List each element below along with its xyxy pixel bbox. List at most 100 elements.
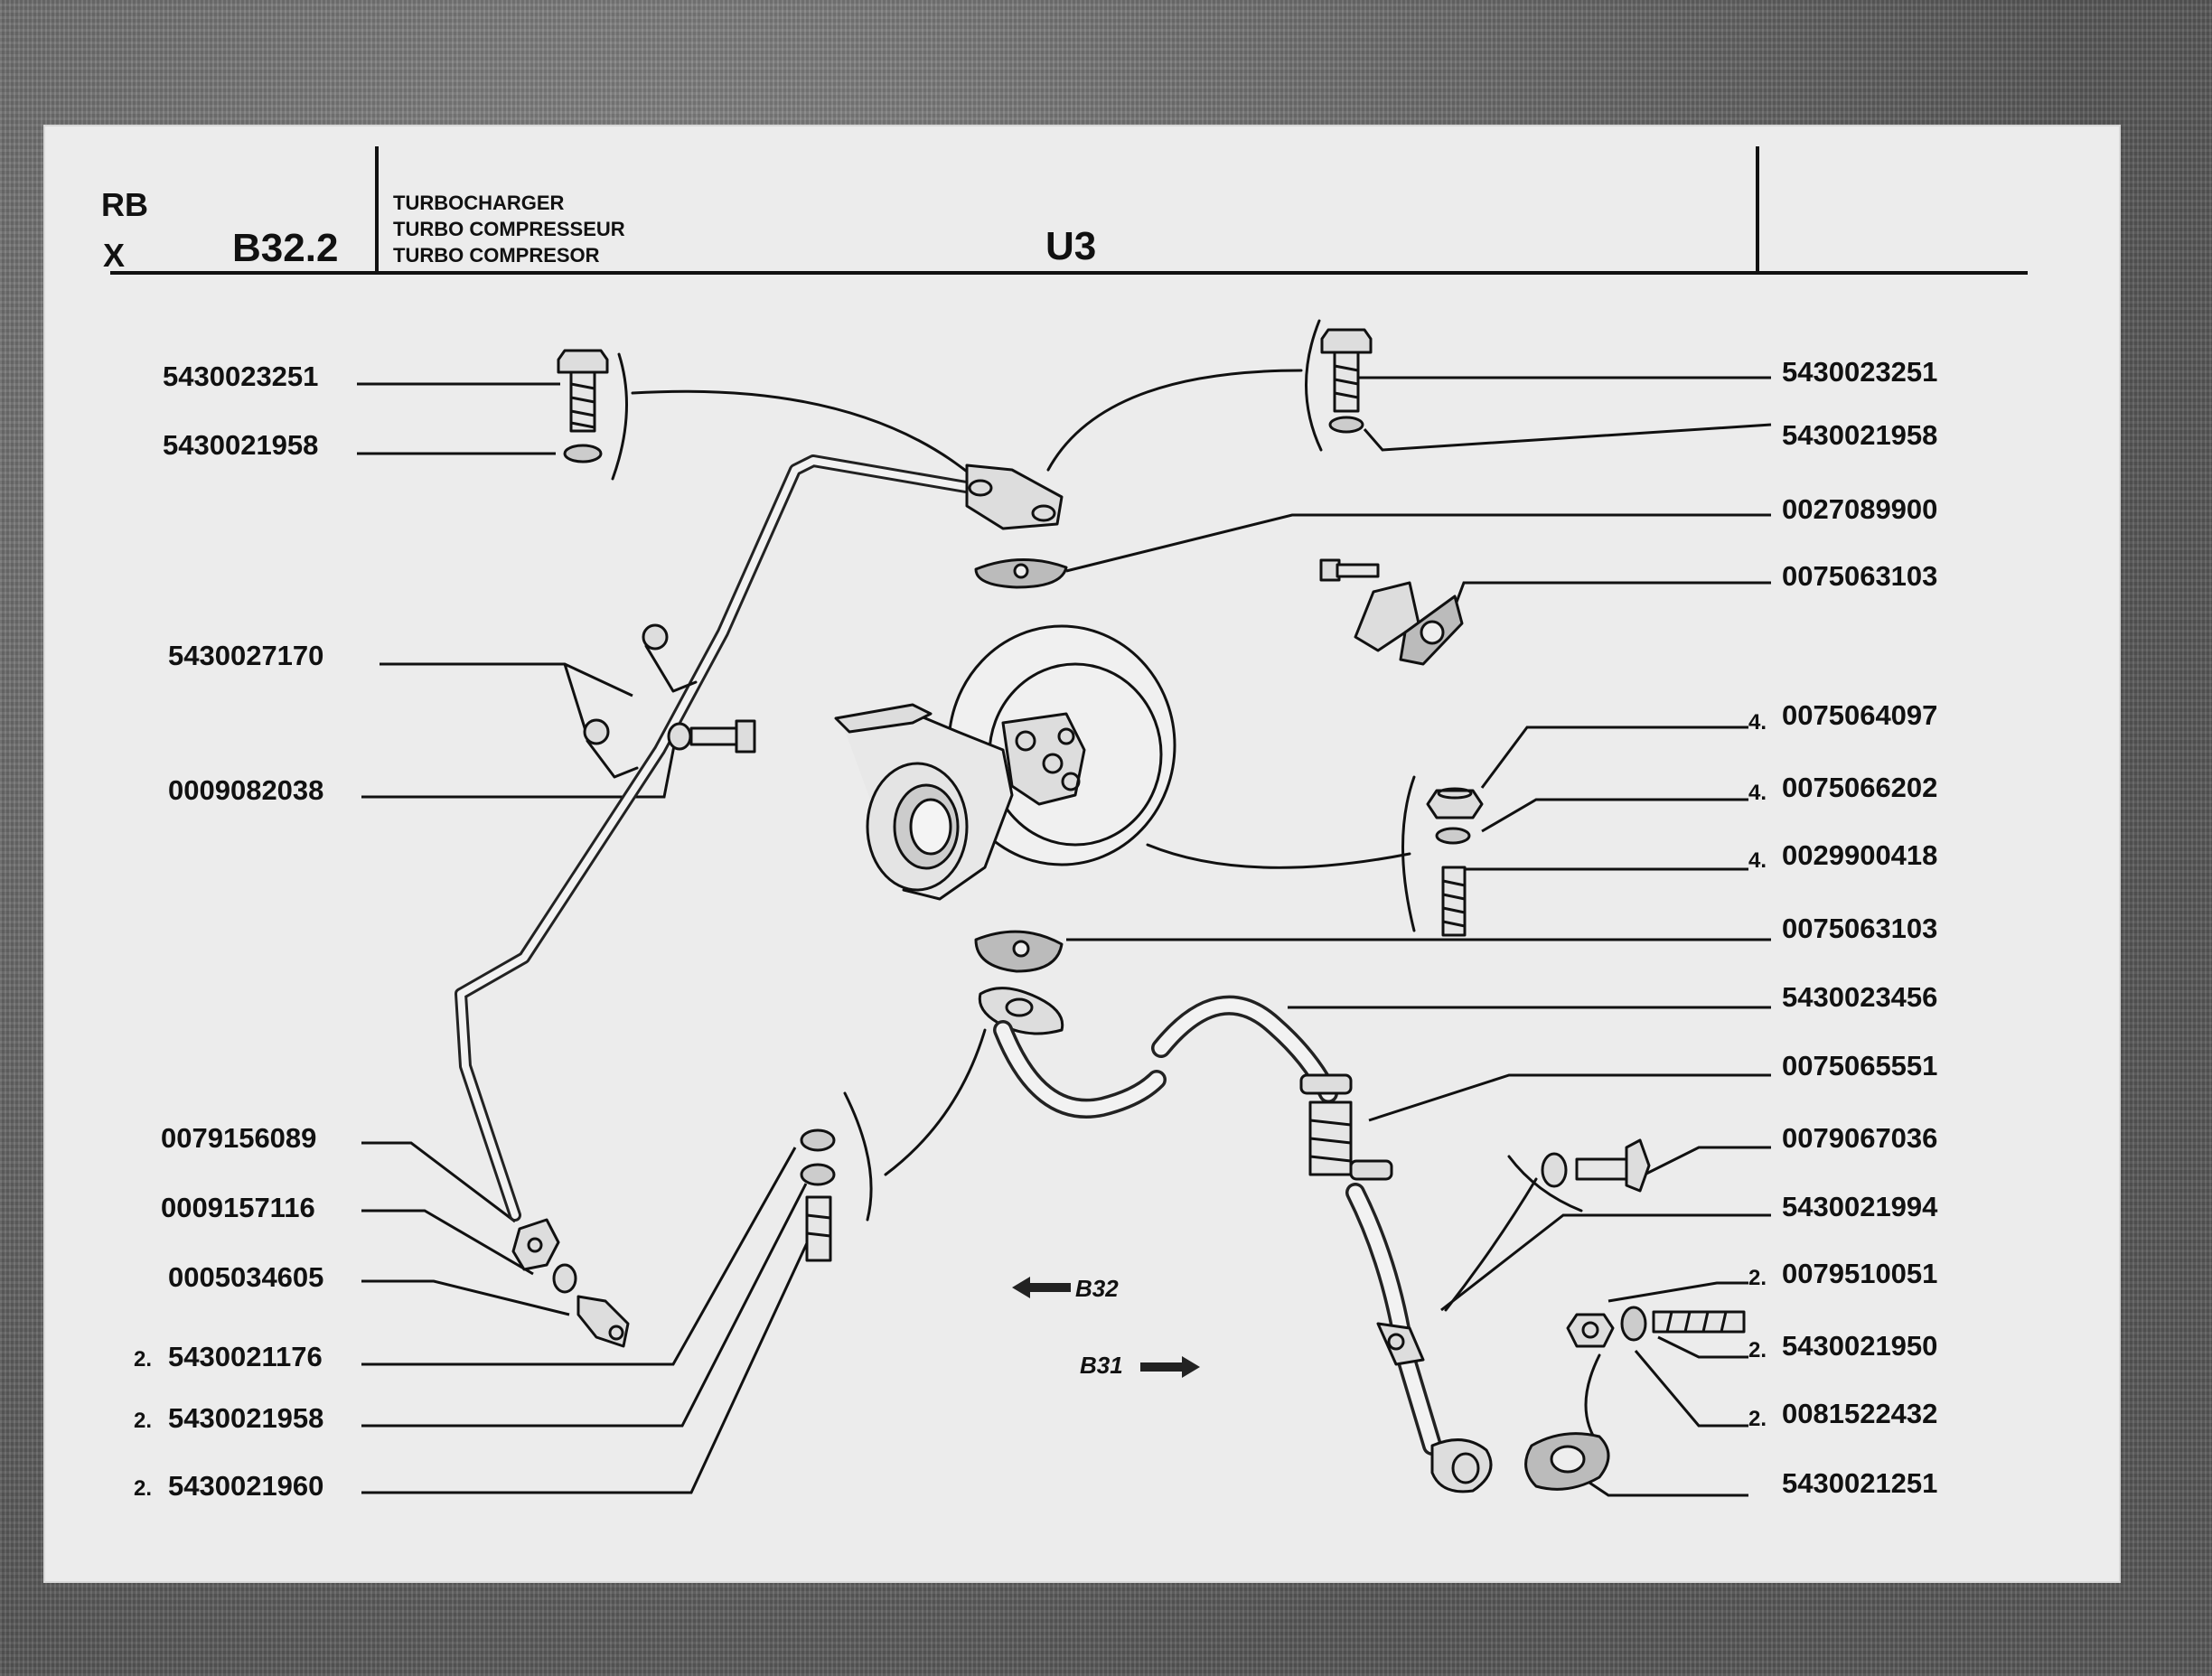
- label-r-13: 5430021950: [1782, 1330, 1937, 1362]
- label-r-9: 0075065551: [1782, 1050, 1937, 1081]
- turbocharger-icon: [834, 624, 1176, 901]
- clip-washer-icon: [667, 722, 692, 751]
- nut-bottom-right-icon: [1566, 1313, 1615, 1348]
- leader-r10: [1368, 1073, 1771, 1122]
- leader-l4: [361, 735, 678, 799]
- bracket-lower-middle: [843, 1091, 873, 1222]
- label-r-0: 5430023251: [1782, 356, 1937, 388]
- leader-r3: [1065, 513, 1771, 573]
- bracket-top-left: [611, 352, 629, 481]
- washer-top-left-icon: [563, 444, 603, 463]
- connector-curve-right: [1046, 369, 1303, 472]
- label-l-4: 0079156089: [161, 1122, 316, 1154]
- seal-washer-lower-icon: [800, 1163, 836, 1186]
- leader-l7: [361, 1279, 570, 1316]
- label-l-0: 5430023251: [163, 360, 318, 392]
- washer-mid-right-icon: [1541, 1152, 1568, 1188]
- qty-l-9: 2.: [134, 1476, 152, 1501]
- leader-l10: [361, 1219, 820, 1494]
- oil-return-flange-icon: [978, 987, 1064, 1035]
- label-l-3: 0009082038: [168, 774, 323, 806]
- leader-r13: [1607, 1281, 1748, 1303]
- header-divider-left: [375, 146, 379, 275]
- washer-right-icon: [1435, 827, 1471, 845]
- leader-l3: [380, 662, 633, 698]
- qty-r-13: 2.: [1748, 1338, 1767, 1362]
- label-r-15: 5430021251: [1782, 1467, 1937, 1499]
- stud-bracket-leader: [1146, 843, 1411, 869]
- label-r-4: 0075064097: [1782, 699, 1937, 731]
- label-r-5: 0075066202: [1782, 772, 1937, 803]
- oil-return-pipe-bend: [1154, 998, 1336, 1100]
- qty-r-6: 4.: [1748, 848, 1767, 873]
- bolt-top-right-icon: [1320, 328, 1373, 413]
- oil-feed-gasket-icon: [974, 557, 1068, 589]
- leader-r2: [1363, 423, 1772, 452]
- banjo-washer-icon: [552, 1263, 577, 1294]
- title-en: TURBOCHARGER: [393, 192, 565, 214]
- connector-lower-middle: [884, 1028, 987, 1176]
- leader-r5: [1480, 726, 1748, 789]
- title-es: TURBO COMPRESOR: [393, 244, 600, 267]
- leader-r15: [1634, 1350, 1748, 1428]
- leader-r6: [1481, 798, 1748, 833]
- bolt-mid-right-icon: [1575, 1138, 1651, 1193]
- label-l-7: 5430021176: [168, 1341, 323, 1372]
- blanking-gasket-icon: [1399, 595, 1464, 666]
- label-r-7: 0075063103: [1782, 913, 1937, 944]
- cross-refs: B32 B31: [1012, 1275, 1200, 1379]
- washer-top-right-icon: [1328, 416, 1364, 434]
- label-l-6: 0005034605: [168, 1261, 323, 1293]
- leader-l9: [361, 1183, 808, 1428]
- right-labels: 5430023251 5430021958 0027089900 0075063…: [1748, 356, 1938, 1499]
- hose-clamp-icon: [1299, 1073, 1393, 1181]
- bracket-mid-right: [1401, 775, 1416, 932]
- label-l-5: 0009157116: [161, 1192, 315, 1223]
- oil-return-pipe-lower: [1348, 1185, 1439, 1453]
- union-fitting-icon: [576, 1295, 630, 1348]
- leader-l8: [361, 1147, 797, 1366]
- stud-bottom-right-icon: [1652, 1310, 1746, 1334]
- qty-l-8: 2.: [134, 1409, 152, 1433]
- label-l-8: 5430021958: [168, 1402, 323, 1434]
- header-divider-right: [1756, 146, 1759, 275]
- nut-right-icon: [1426, 787, 1484, 819]
- title-block: TURBOCHARGER TURBO COMPRESSEUR TURBO COM…: [393, 190, 625, 268]
- left-labels: 5430023251 5430021958 5430027170 0009082…: [134, 360, 323, 1502]
- bracket-top-right: [1305, 319, 1323, 452]
- seal-washer-upper-icon: [800, 1128, 836, 1152]
- code-top: RB: [101, 186, 148, 223]
- blanking-bolt-icon: [1319, 558, 1380, 582]
- leader-r11: [1635, 1146, 1771, 1181]
- label-r-2: 0027089900: [1782, 493, 1937, 525]
- blanking-plate-icon: [1354, 581, 1420, 652]
- leader-l3b: [563, 663, 589, 737]
- qty-r-14: 2.: [1748, 1407, 1767, 1431]
- connector-curve-left: [631, 389, 978, 481]
- stud-right-icon: [1441, 866, 1467, 937]
- oil-feed-flange-icon: [965, 463, 1064, 530]
- ref-b31: B31: [1080, 1352, 1123, 1379]
- connector-bolt-pipe: [1444, 1177, 1538, 1312]
- washer-bottom-right-icon: [1620, 1306, 1647, 1342]
- label-r-10: 0079067036: [1782, 1122, 1937, 1154]
- title-fr: TURBO COMPRESSEUR: [393, 218, 625, 240]
- model-code: U3: [1045, 224, 1097, 268]
- label-r-14: 0081522432: [1782, 1398, 1937, 1429]
- return-flange-bottom-icon: [1430, 1438, 1493, 1493]
- bracket-bottom-right: [1584, 1353, 1601, 1447]
- ref-b32: B32: [1075, 1275, 1119, 1302]
- header-rule: [110, 271, 2028, 275]
- label-r-6: 0029900418: [1782, 839, 1937, 871]
- label-l-9: 5430021960: [168, 1470, 323, 1502]
- leader-r14: [1657, 1335, 1748, 1359]
- label-l-1: 5430021958: [163, 429, 318, 461]
- leader-r4: [1448, 581, 1771, 620]
- pipe-clip-upper-icon: [642, 623, 698, 693]
- outlet-gasket-icon: [974, 930, 1064, 973]
- label-l-2: 5430027170: [168, 640, 323, 671]
- sleeve-icon: [805, 1195, 832, 1262]
- section-number: B32.2: [232, 226, 339, 270]
- bracket-bolt-mid: [1507, 1155, 1583, 1213]
- leader-r12: [1440, 1213, 1771, 1312]
